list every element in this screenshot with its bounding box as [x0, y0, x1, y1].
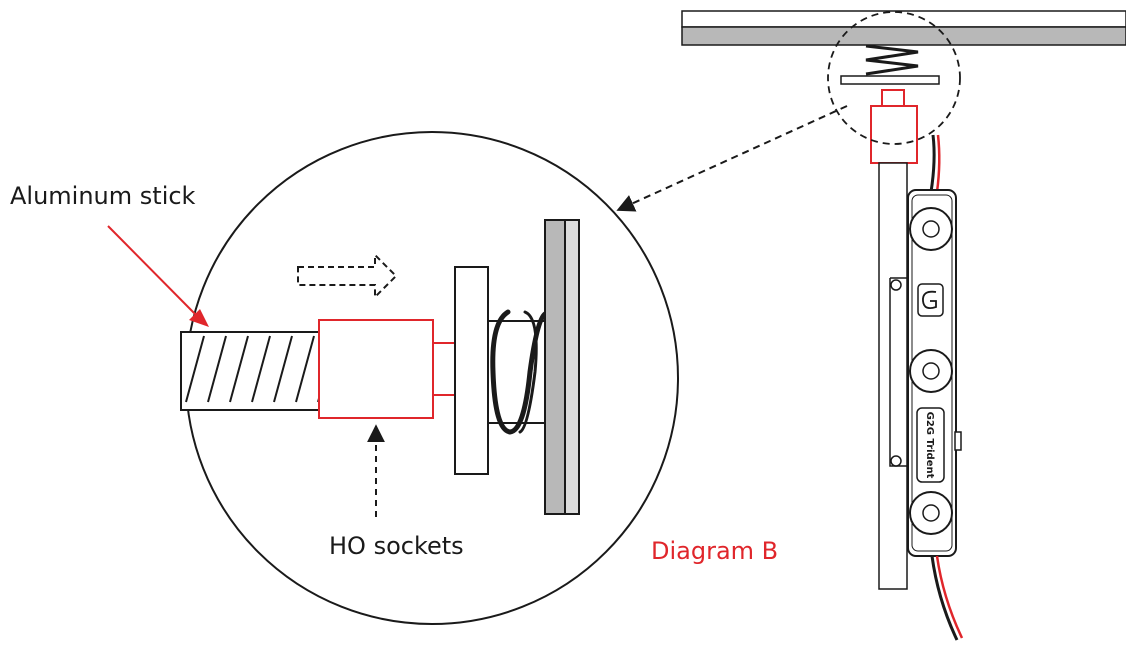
mount-plate [454, 266, 489, 475]
trident-device: G2G Trident [889, 189, 962, 557]
mini-pole [878, 162, 908, 590]
installation-view: G2G Trident [681, 10, 1126, 641]
spring-coil-back [518, 310, 538, 434]
detail-view [107, 131, 679, 625]
spring-coil [490, 309, 548, 435]
mini-spring [865, 44, 919, 76]
sensor-1 [909, 207, 953, 251]
g-logo-icon [917, 283, 944, 317]
ceiling-bar [681, 10, 1126, 28]
device-brand-text: G2G Trident [924, 412, 935, 479]
sensor-2 [909, 349, 953, 393]
zoom-circle [827, 11, 961, 145]
wall-section [544, 219, 566, 515]
cable-top-red [935, 134, 941, 193]
ceiling-bar-lower [681, 26, 1126, 46]
sensor-lens-icon [922, 362, 940, 380]
zoom-callout-arrow [616, 105, 848, 212]
cable-top-black [929, 134, 936, 193]
mini-plate [840, 75, 940, 85]
sensor-lens-icon [922, 504, 940, 522]
aluminum-stick-label: Aluminum stick [10, 182, 196, 210]
socket-body [318, 319, 434, 419]
sensor-lens-icon [922, 220, 940, 238]
ho-sockets-label: HO sockets [329, 532, 464, 560]
cable-bottom-red [935, 555, 964, 639]
diagram-title: Diagram B [651, 537, 778, 565]
mini-socket-tip [881, 89, 905, 107]
device-side-button [954, 431, 962, 451]
sensor-3 [909, 491, 953, 535]
socket-tip [432, 342, 457, 396]
aluminum-stick [180, 331, 320, 411]
cable-bottom-black [930, 555, 959, 641]
mini-socket-body [870, 105, 918, 164]
stick-pointer-line [107, 225, 200, 319]
stick-hatching [185, 335, 319, 403]
side-screw-bottom-icon [890, 455, 902, 467]
device-side-rail [889, 277, 908, 467]
stick-pointer-head [189, 309, 209, 327]
wall-section-face [564, 219, 580, 515]
ho-socket [318, 319, 457, 419]
brand-plate [916, 407, 945, 483]
side-screw-top-icon [890, 279, 902, 291]
push-direction-arrow [297, 252, 398, 300]
